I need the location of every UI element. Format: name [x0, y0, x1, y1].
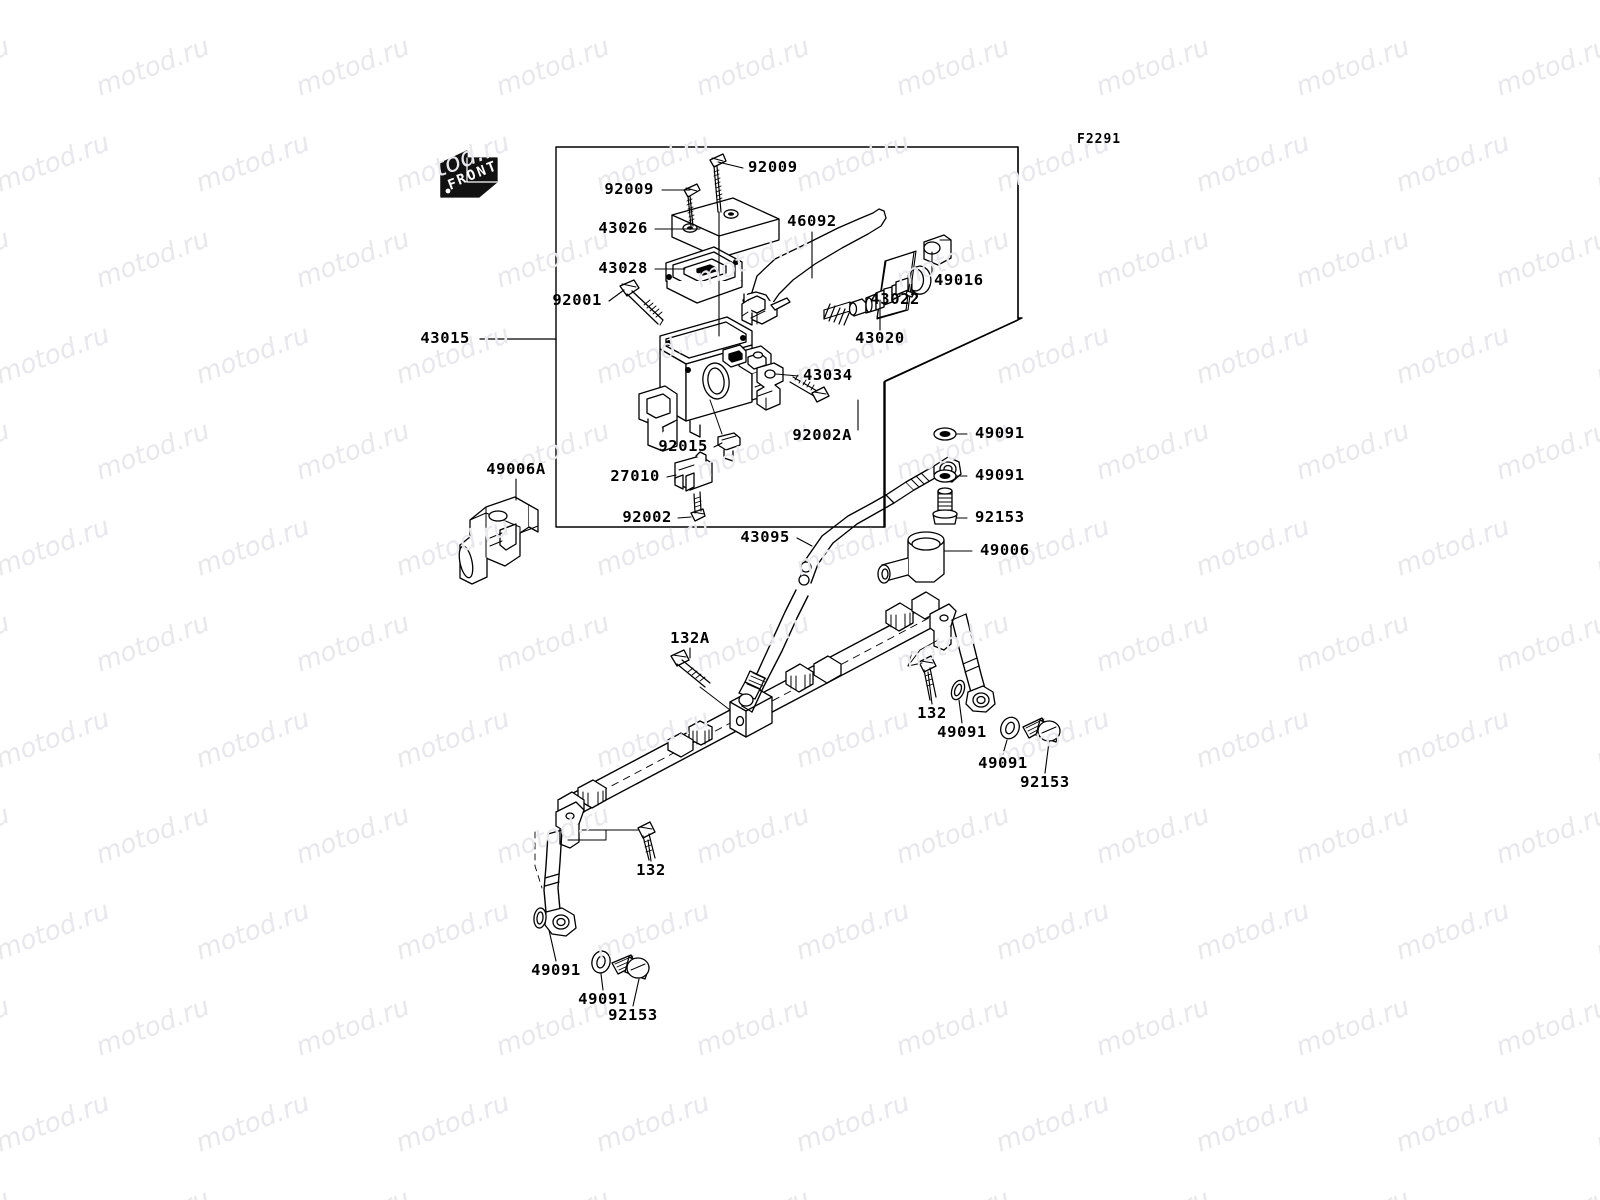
- callout-label-nut: 92015: [658, 437, 708, 455]
- bolt-92001: [619, 279, 664, 325]
- callout-label-washer-sealing-right-upper: 49091: [937, 723, 987, 741]
- callout-label-bolt-banjo: 92153: [975, 508, 1025, 526]
- piston-assembly: [823, 277, 909, 326]
- brake-lever: [741, 208, 887, 326]
- hose-branch-bottom-left: [533, 829, 577, 937]
- piston-assembly-box-outline: [876, 250, 917, 320]
- bolt-132A: [670, 649, 711, 688]
- callout-label-screw-reservoir-cap-right: 92009: [748, 158, 798, 176]
- banjo-bolt-92153-right: [1022, 717, 1061, 743]
- screw-92009-right: [709, 153, 727, 213]
- callout-label-cover-dust-seal: 49016: [934, 271, 984, 289]
- callout-label-washer-sealing-right-lower: 49091: [978, 754, 1028, 772]
- callout-label-boot-upper: 49006: [980, 541, 1030, 559]
- callout-label-holder-brake-lever: 43034: [803, 366, 853, 384]
- callout-label-circlip-piston: 43022: [870, 290, 920, 308]
- lever-holder-43034: [756, 362, 784, 411]
- callout-label-boot-lower: 49006A: [486, 460, 546, 478]
- washer-49091-lower: [933, 469, 957, 483]
- callout-label-bolt-banjo-right: 92153: [1020, 773, 1070, 791]
- callout-label-bolt-flanged-132A: 132A: [670, 629, 710, 647]
- washer-49091-right-lower: [1000, 716, 1020, 740]
- callout-label-hose-brake-upper: 43095: [740, 528, 790, 546]
- washer-49091-upper: [933, 427, 957, 441]
- banjo-bolt-92153-bottom: [611, 954, 650, 980]
- callout-label-lever-brake: 46092: [787, 212, 837, 230]
- leader-lines: [515, 161, 1050, 1007]
- callout-label-washer-sealing-upper: 49091: [975, 424, 1025, 442]
- callout-label-bolt-flanged-bottom: 132: [636, 861, 666, 879]
- hose-branch-right: [950, 613, 996, 713]
- bolt-92002: [690, 491, 706, 522]
- sheet-code: F2291: [1077, 132, 1122, 147]
- front-arrow-icon: F R O N T: [440, 150, 498, 198]
- callout-label-screw-reservoir-cap-left: 92009: [604, 180, 654, 198]
- callout-label-bolt-holder: 92002A: [792, 426, 852, 444]
- brake-hose-main: [555, 591, 957, 849]
- bolt-92002A: [789, 374, 830, 403]
- bolt-132-bottom: [637, 821, 656, 861]
- callout-label-piston-assy-master-cylinder: 43020: [855, 329, 905, 347]
- screw-92009-left: [683, 183, 701, 227]
- boot-49006A: [458, 496, 539, 585]
- callout-label-bolt: 92001: [552, 291, 602, 309]
- callout-label-diaphragm-reservoir: 43028: [598, 259, 648, 277]
- callout-label-washer-sealing-bottom-mid: 49091: [578, 990, 628, 1008]
- hose-branch-center: [738, 589, 809, 713]
- callout-label-cylinder-assy-master: 43015: [420, 329, 470, 347]
- callout-label-bolt-flanged-right: 132: [917, 704, 947, 722]
- callout-label-switch-brake-light: 27010: [610, 467, 660, 485]
- brake-light-switch: [674, 451, 713, 492]
- master-cylinder-body: [638, 316, 772, 452]
- callout-label-bolt-switch: 92002: [622, 508, 672, 526]
- callout-label-washer-sealing-bottom-left: 49091: [531, 961, 581, 979]
- callout-label-bolt-banjo-bottom: 92153: [608, 1006, 658, 1024]
- banjo-bolt-92153-upper: [932, 487, 958, 525]
- washer-49091-bottom: [591, 950, 611, 974]
- callout-label-cap-reservoir: 43026: [598, 219, 648, 237]
- callout-label-washer-sealing-lower: 49091: [975, 466, 1025, 484]
- dust-cover-49016: [923, 234, 952, 266]
- boot-49006: [877, 531, 945, 584]
